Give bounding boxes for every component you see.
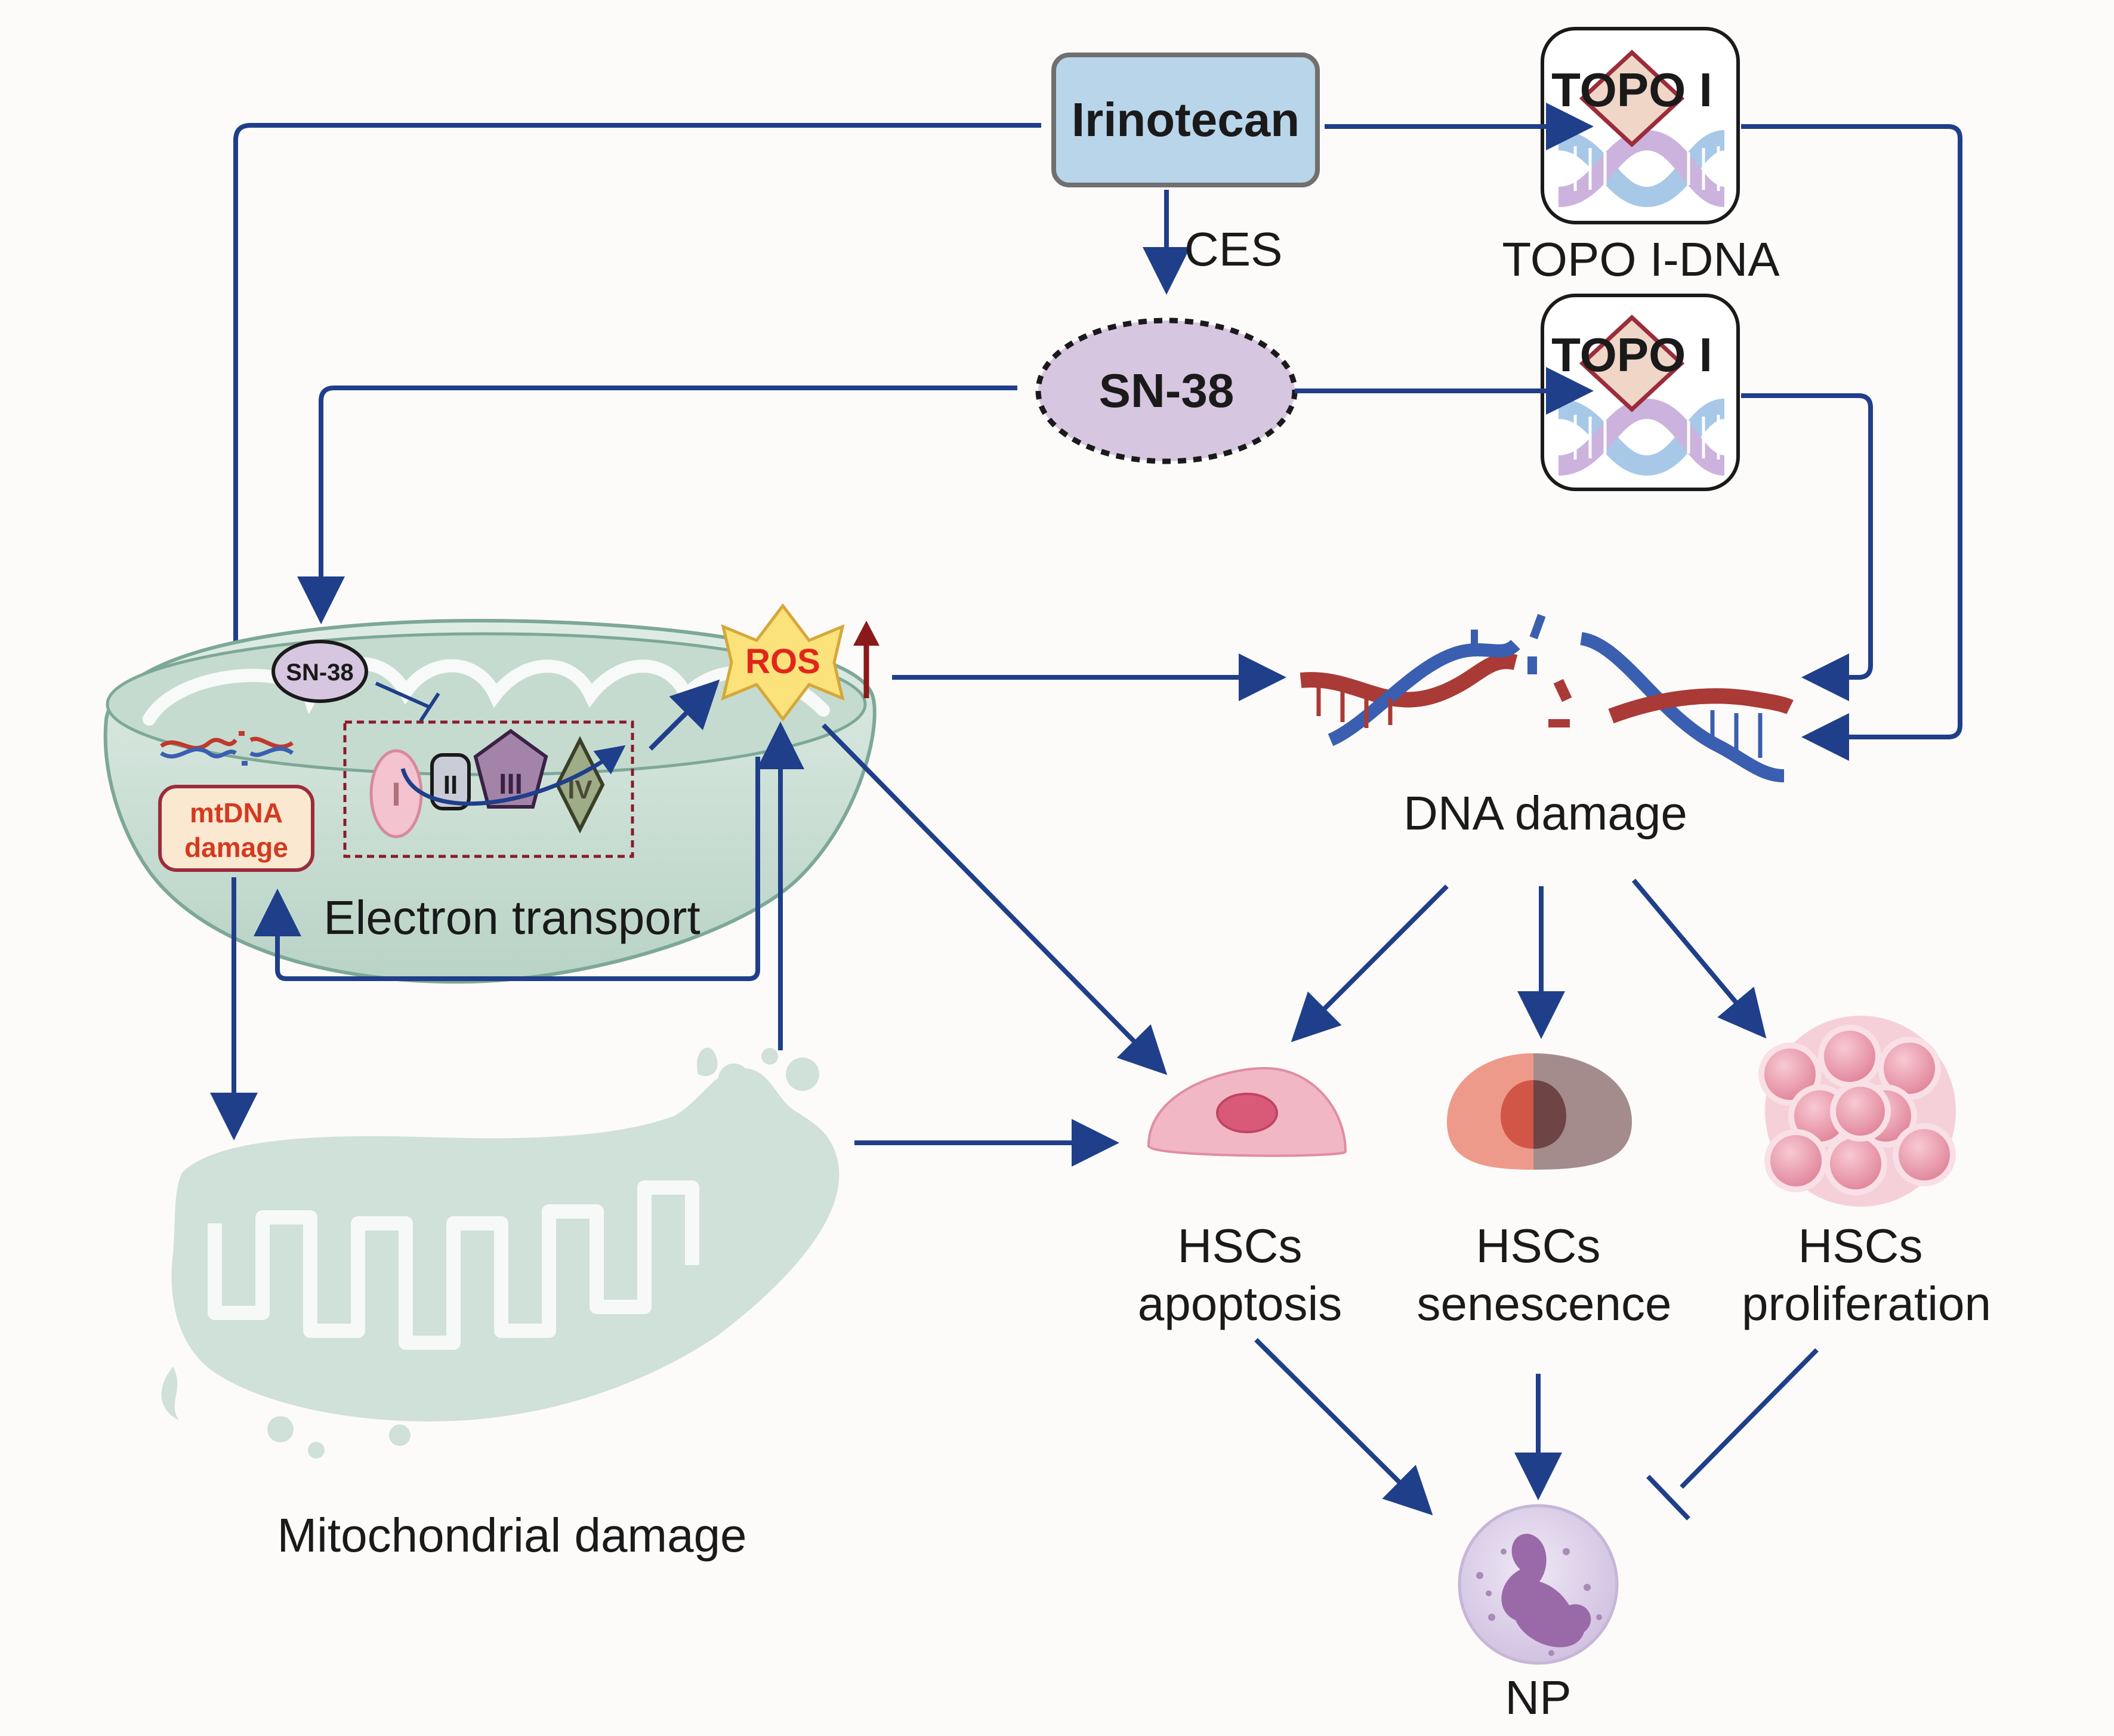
broken-dna-icon: [1300, 613, 1794, 782]
topo-dna-complex-bottom: TOPO I: [1541, 294, 1740, 491]
arrow-dna-damage-to-apoptosis: [1291, 884, 1449, 1043]
mtdna-label-line1: mtDNA: [190, 797, 283, 828]
mtdna-damage-box: mtDNA damage: [158, 785, 314, 872]
senescence-label-line2: senescence: [1417, 1277, 1672, 1330]
topo-enzyme-icon: [1579, 314, 1685, 412]
inhibit-sn38-electron-transport: [375, 682, 440, 722]
complex-2-icon: [430, 753, 471, 810]
proliferation-label-line2: proliferation: [1742, 1277, 1991, 1330]
arrow-irinotecan-to-mitochondria: [212, 123, 1041, 696]
senescence-label-line1: HSCs: [1476, 1219, 1601, 1272]
sn38-node: SN-38: [1035, 317, 1298, 464]
apoptosis-label-line2: apoptosis: [1138, 1277, 1342, 1330]
ros-node: ROS: [721, 603, 845, 722]
sn38-small-node: SN-38: [271, 640, 368, 703]
irinotecan-label: Irinotecan: [1072, 93, 1300, 146]
complex-3-label: III: [499, 769, 523, 800]
topo-enzyme-icon: [1579, 50, 1685, 147]
arrow-sn38-to-mito-sn38: [297, 386, 1017, 624]
arrow-topo-top-to-dna-damage: [1741, 124, 1962, 761]
arrow-topo-bottom-to-dna-damage: [1741, 393, 1873, 701]
dna-damage-label: DNA damage: [1403, 787, 1687, 840]
topo-label-top: TOPO I: [1551, 63, 1712, 116]
hsc-senescence-cell-icon: [1447, 1053, 1632, 1170]
electron-transport-box: I II III IV: [343, 720, 634, 858]
mtdna-label-line2: damage: [184, 832, 288, 863]
topo-dna-label: TOPO I-DNA: [1502, 233, 1780, 286]
proliferation-label-line1: HSCs: [1798, 1219, 1923, 1272]
complex-1-label: I: [391, 775, 401, 813]
np-neutrophil-icon: [1458, 1504, 1619, 1665]
increase-arrow-icon: [853, 621, 879, 698]
ros-label: ROS: [745, 642, 820, 681]
electron-transport-label: Electron transport: [323, 891, 700, 944]
cristae-icon: [208, 1180, 699, 1350]
mito-damage-label: Mitochondrial damage: [277, 1509, 746, 1562]
hsc-apoptosis-cell-icon: [1147, 1066, 1347, 1157]
dna-helix-icon: [1557, 398, 1726, 476]
arrow-etc-to-ros: [649, 679, 720, 751]
mtdna-fragment-icon: [160, 731, 294, 766]
dna-helix-icon: [1557, 129, 1726, 208]
electron-flow-arrow: [400, 745, 626, 806]
hsc-proliferation-cluster-icon: [1758, 1016, 1956, 1207]
arrow-dna-damage-to-proliferation: [1631, 878, 1767, 1039]
np-label: NP: [1505, 1671, 1571, 1724]
topo-dna-complex-top: TOPO I: [1541, 27, 1740, 224]
sn38-small-label: SN-38: [286, 659, 353, 686]
complex-2-label: II: [443, 770, 458, 800]
topo-label-bottom: TOPO I: [1551, 328, 1712, 381]
complex-3-icon: [473, 729, 548, 809]
arrow-apoptosis-to-np: [1254, 1338, 1433, 1516]
arrow-ros-feedback-to-mtdna: [254, 757, 760, 981]
ces-label: CES: [1184, 223, 1283, 276]
irinotecan-node: Irinotecan: [1051, 53, 1320, 187]
arrow-ros-to-apoptosis: [822, 723, 1168, 1075]
sn38-label: SN-38: [1099, 364, 1235, 417]
inhibit-proliferation-to-np: [1646, 1348, 1819, 1521]
apoptosis-label-line1: HSCs: [1178, 1219, 1303, 1272]
